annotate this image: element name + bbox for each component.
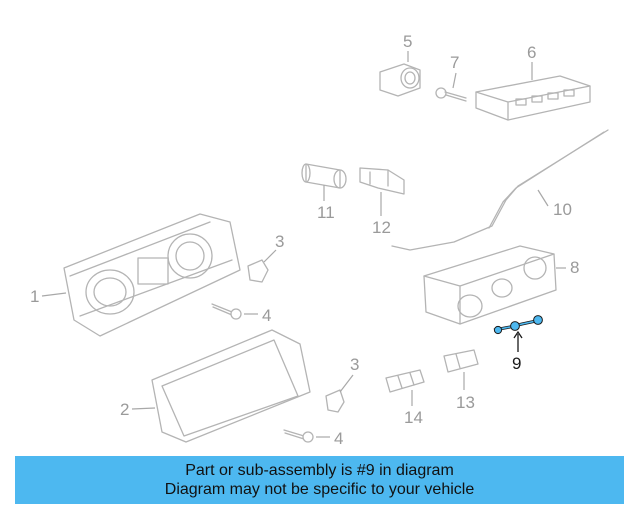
part-8-climate-panel [423, 245, 557, 325]
callout-12: 12 [372, 218, 391, 237]
part-5-knob [379, 63, 421, 97]
part-11-socket [301, 163, 347, 189]
part-10-cable [391, 129, 609, 251]
callout-8: 8 [570, 258, 579, 277]
part-3-bracket-upper [247, 259, 269, 283]
part-7-screw [435, 87, 467, 102]
part-1-instrument-cluster [63, 213, 241, 337]
part-4-screw-upper [211, 303, 242, 320]
banner-line-2: Diagram may not be specific to your vehi… [164, 481, 475, 498]
callout-9: 9 [512, 354, 521, 373]
banner-line-1: Part or sub-assembly is #9 in diagram [185, 462, 454, 479]
callout-14: 14 [404, 408, 423, 427]
part-12-connector [359, 167, 405, 195]
callout-3-lower: 3 [350, 355, 359, 374]
part-14-switch [385, 369, 425, 393]
callout-13: 13 [456, 393, 475, 412]
part-9-highlighted [493, 315, 543, 335]
callout-7: 7 [450, 53, 459, 72]
callout-3-upper: 3 [275, 232, 284, 251]
callout-4-upper: 4 [262, 306, 271, 325]
callout-4-lower: 4 [334, 429, 343, 448]
part-4-screw-lower [283, 429, 314, 443]
part-3-bracket-lower [325, 389, 345, 413]
part-13-module [443, 349, 479, 373]
part-2-bezel [151, 329, 311, 443]
callout-10: 10 [553, 200, 572, 219]
callout-1: 1 [30, 287, 39, 306]
info-banner: Part or sub-assembly is #9 in diagram Di… [15, 456, 624, 504]
part-6-switch-panel [475, 75, 591, 121]
callout-5: 5 [403, 32, 412, 51]
callout-2: 2 [120, 400, 129, 419]
callout-11: 11 [317, 203, 335, 222]
callout-6: 6 [527, 43, 536, 62]
